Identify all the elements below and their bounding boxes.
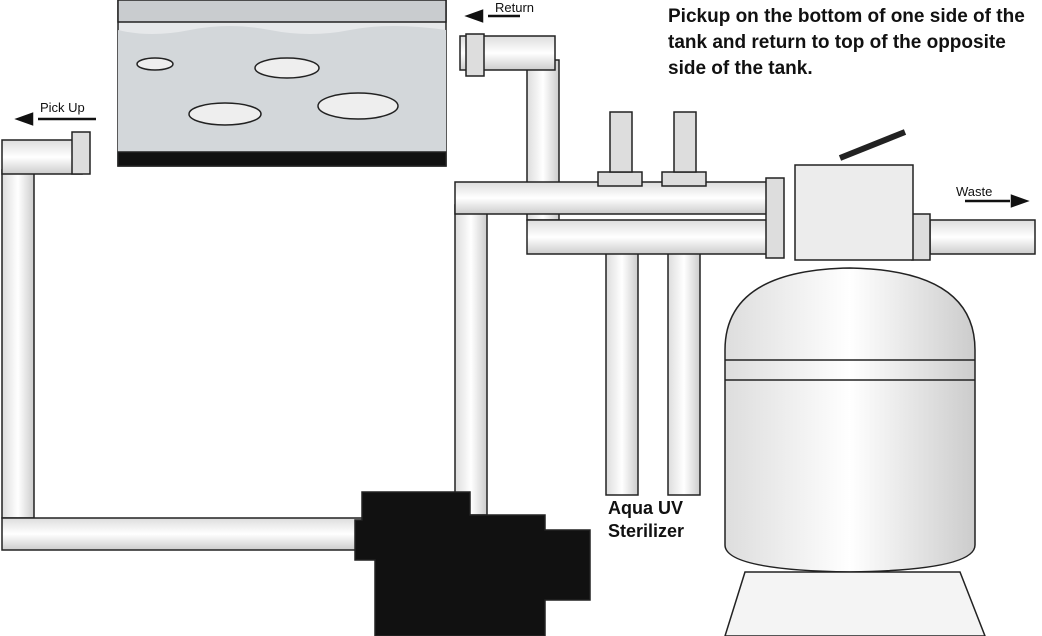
return-arrow-icon: [464, 9, 484, 23]
pickup-label: Pick Up: [40, 100, 85, 115]
multiport-valve: [794, 164, 914, 261]
pickup-pipe-bottom: [1, 517, 373, 551]
fish: [136, 57, 174, 71]
waste-pipe: [929, 219, 1036, 255]
waste-arrow-icon: [1010, 194, 1030, 208]
uv-sterilizer-1: [605, 229, 639, 496]
uv-sterilizer-2: [667, 229, 701, 496]
fish: [254, 57, 320, 79]
fish: [188, 102, 262, 126]
uv-sterilizer-label: Aqua UV Sterilizer: [608, 497, 684, 543]
uv-label-line1: Aqua UV: [608, 498, 684, 518]
filter-base: [724, 571, 986, 636]
pickup-pipe-vertical: [1, 169, 35, 519]
pickup-arrow-icon: [14, 112, 34, 126]
flow-arrows: [14, 9, 1030, 208]
pickup-pipe-top: [1, 139, 83, 175]
uv-label-line2: Sterilizer: [608, 521, 685, 541]
fish: [317, 92, 399, 120]
return-pipe-vertical: [454, 204, 488, 516]
waste-label: Waste: [956, 184, 993, 199]
instruction-note: Pickup on the bottom of one side of the …: [668, 6, 1025, 79]
return-label: Return: [495, 0, 535, 15]
aquarium-tank: [117, 0, 447, 167]
pump: [354, 491, 591, 636]
sand-filter: [724, 129, 986, 636]
